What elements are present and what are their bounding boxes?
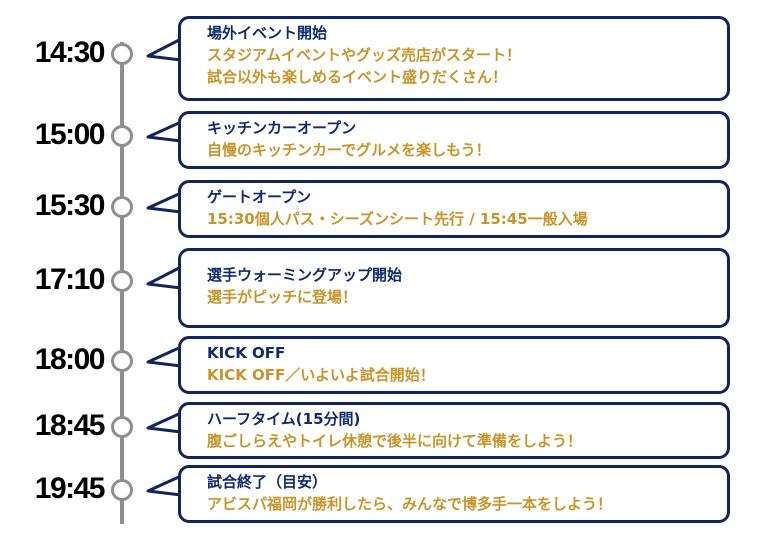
event-description-line: 15:30個人パス・シーズンシート先行 / 15:45一般入場	[207, 210, 588, 228]
event-time: 14:30	[34, 36, 106, 69]
event-description-line: スタジアムイベントやグッズ売店がスタート！	[207, 46, 521, 64]
timeline-dot	[111, 196, 133, 218]
event-description-line: KICK OFF／いよいよ試合開始！	[207, 366, 435, 384]
timeline-dot	[111, 270, 133, 292]
event-title: ハーフタイム(15分間)	[207, 410, 361, 428]
event-time: 15:00	[34, 118, 106, 151]
event-card: 場外イベント開始 スタジアムイベントやグッズ売店がスタート！ 試合以外も楽しめる…	[178, 16, 730, 101]
event-title: KICK OFF	[207, 344, 286, 362]
event-card: 選手ウォーミングアップ開始 選手がピッチに登場！	[178, 248, 730, 328]
card-pointer	[146, 411, 182, 434]
event-title: 場外イベント開始	[207, 24, 328, 42]
event-time: 15:30	[34, 189, 106, 222]
event-title: 選手ウォーミングアップ開始	[207, 266, 403, 284]
event-title: ゲートオープン	[207, 188, 312, 206]
timeline-dot	[111, 125, 133, 147]
event-time: 18:00	[34, 343, 106, 376]
event-title: キッチンカーオープン	[207, 119, 357, 137]
card-pointer	[146, 120, 182, 143]
timeline-dot	[111, 479, 133, 501]
event-time: 17:10	[34, 263, 106, 296]
event-time: 19:45	[34, 472, 106, 505]
event-description-line: 試合以外も楽しめるイベント盛りだくさん！	[207, 68, 508, 86]
card-pointer	[146, 474, 182, 497]
event-description-line: 腹ごしらえやトイレ休憩で後半に向けて準備をしよう！	[207, 432, 583, 450]
event-time: 18:45	[34, 409, 106, 442]
event-description-line: アビスパ福岡が勝利したら、みんなで博多手一本をしよう！	[207, 495, 613, 513]
card-pointer	[146, 37, 182, 62]
timeline-dot	[111, 416, 133, 438]
event-description-line: 自慢のキッチンカーでグルメを楽しもう！	[207, 141, 491, 159]
event-card: 試合終了（目安） アビスパ福岡が勝利したら、みんなで博多手一本をしよう！	[178, 465, 730, 523]
timeline-dot	[111, 43, 133, 65]
card-pointer	[146, 191, 182, 214]
event-card: ゲートオープン 15:30個人パス・シーズンシート先行 / 15:45一般入場	[178, 180, 730, 238]
event-title: 試合終了（目安）	[207, 473, 328, 491]
event-description-line: 選手がピッチに登場！	[207, 288, 358, 306]
card-pointer	[146, 265, 182, 290]
event-card: ハーフタイム(15分間) 腹ごしらえやトイレ休憩で後半に向けて準備をしよう！	[178, 402, 730, 459]
event-card: KICK OFF KICK OFF／いよいよ試合開始！	[178, 336, 730, 394]
timeline-dot	[111, 350, 133, 372]
event-card: キッチンカーオープン 自慢のキッチンカーでグルメを楽しもう！	[178, 111, 730, 169]
card-pointer	[146, 345, 182, 368]
